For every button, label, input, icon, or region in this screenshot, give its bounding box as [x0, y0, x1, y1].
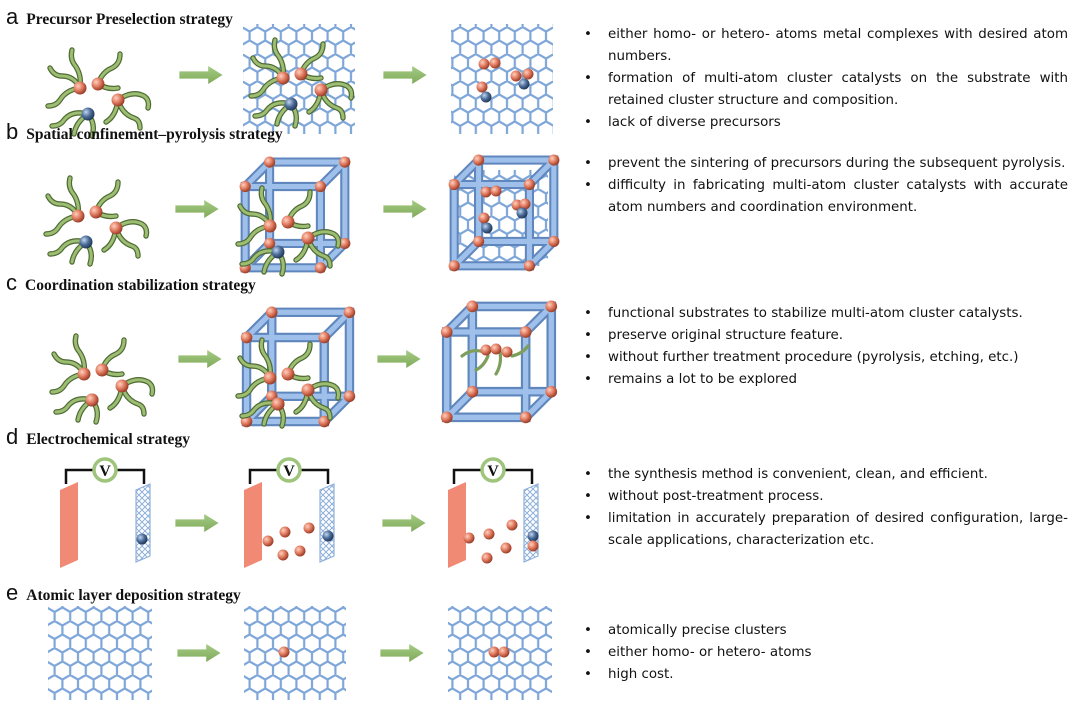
row-c-illustration	[52, 301, 557, 428]
bullet-item: preserve original structure feature.	[580, 325, 1068, 347]
panel-letter: a	[6, 4, 19, 29]
graphene-substrate	[451, 24, 553, 134]
bullet-item: formation of multi-atom cluster catalyst…	[580, 68, 1068, 112]
section-title: Atomic layer deposition strategy	[26, 587, 241, 604]
single-atom	[278, 646, 290, 658]
metal-clusters	[476, 57, 534, 103]
anchored-cluster	[460, 343, 530, 376]
precursor-complex	[52, 336, 153, 422]
metal-clusters	[478, 185, 531, 234]
bullet-item: atomically precise clusters	[580, 620, 1068, 642]
section-b-bullets: prevent the sintering of precursors duri…	[580, 153, 1068, 219]
metal-dimer	[488, 646, 510, 658]
process-arrow	[377, 350, 421, 368]
process-arrow	[175, 514, 219, 532]
bullet-item: functional substrates to stabilize multi…	[580, 303, 1068, 325]
dissolved-metal-atoms	[262, 522, 334, 561]
electrochemical-cell	[58, 457, 152, 570]
electrochemical-cell	[446, 457, 540, 570]
process-arrow	[380, 644, 424, 662]
bullet-item: either homo- or hetero- atoms	[580, 642, 1068, 664]
bullet-item: either homo- or hetero- atoms metal comp…	[580, 24, 1068, 68]
section-b-heading: b Spatial confinement–pyrolysis strategy	[6, 121, 283, 144]
section-title: Spatial confinement–pyrolysis strategy	[26, 126, 283, 143]
bullet-item: without further treatment procedure (pyr…	[580, 347, 1068, 369]
panel-letter: e	[6, 580, 19, 605]
process-arrow	[179, 66, 223, 84]
bullet-item: limitation in accurately preparation of …	[580, 508, 1068, 552]
graphene-substrate	[48, 606, 152, 700]
section-title: Precursor Preselection strategy	[26, 11, 233, 28]
section-a-bullets: either homo- or hetero- atoms metal comp…	[580, 24, 1068, 134]
panel-letter: c	[6, 270, 17, 295]
row-d-illustration	[58, 457, 540, 570]
section-a-heading: a Precursor Preselection strategy	[6, 6, 233, 29]
row-a-illustration	[48, 24, 553, 136]
bullet-item: lack of diverse precursors	[580, 112, 1068, 134]
section-e-heading: e Atomic layer deposition strategy	[6, 582, 241, 605]
process-arrow	[382, 514, 426, 532]
bullet-item: high cost.	[580, 664, 1068, 686]
process-arrow	[383, 66, 427, 84]
bullet-item: without post-treatment process.	[580, 486, 1068, 508]
section-title: Coordination stabilization strategy	[25, 277, 256, 294]
section-c-heading: c Coordination stabilization strategy	[6, 272, 256, 295]
section-d-heading: d Electrochemical strategy	[6, 426, 190, 449]
bullet-item: difficulty in fabricating multi-atom clu…	[580, 175, 1068, 219]
graphene-substrate	[244, 606, 346, 700]
process-arrow	[175, 200, 219, 218]
electrochemical-cell	[242, 457, 336, 570]
panel-letter: d	[6, 424, 19, 449]
section-d-bullets: the synthesis method is convenient, clea…	[580, 464, 1068, 552]
process-arrow	[178, 350, 222, 368]
deposited-metal-atoms	[463, 519, 539, 564]
bullet-item: prevent the sintering of precursors duri…	[580, 153, 1068, 175]
precursor-complex	[46, 178, 147, 264]
panel-letter: b	[6, 119, 19, 144]
bullet-item: remains a lot to be explored	[580, 369, 1068, 391]
bullet-item: the synthesis method is convenient, clea…	[580, 464, 1068, 486]
row-b-illustration	[46, 155, 559, 274]
process-arrow	[383, 200, 427, 218]
section-c-bullets: functional substrates to stabilize multi…	[580, 303, 1068, 391]
section-title: Electrochemical strategy	[26, 431, 190, 448]
cathode-atom	[136, 533, 148, 545]
process-arrow	[177, 644, 221, 662]
section-e-bullets: atomically precise clusters either homo-…	[580, 620, 1068, 686]
row-e-illustration	[48, 606, 552, 700]
